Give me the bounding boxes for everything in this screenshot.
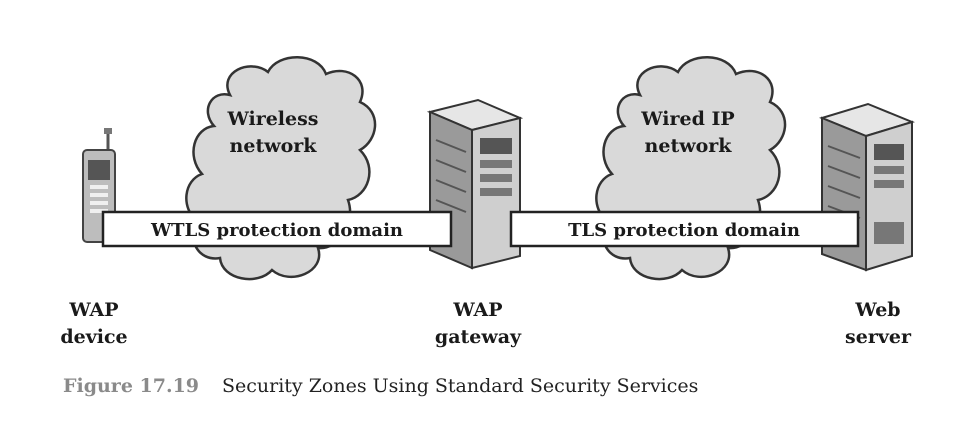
wap-gateway-server-icon (426, 98, 524, 270)
web-server-label-line2: server (845, 326, 912, 348)
web-server-label-line1: Web (854, 299, 900, 321)
wired-cloud-label-line1: Wired IP (640, 108, 734, 130)
wap-device-label-line2: device (60, 326, 127, 348)
figure-number: Figure 17.19 (63, 375, 199, 397)
tls-protection-domain-bar: TLS protection domain (509, 210, 860, 248)
wired-cloud-label-line2: network (645, 135, 733, 157)
wtls-domain-label: WTLS protection domain (150, 220, 403, 241)
wireless-cloud-label-line2: network (230, 135, 318, 157)
wap-gateway-label-line2: gateway (435, 326, 522, 348)
tls-domain-label: TLS protection domain (568, 220, 800, 241)
figure-caption: Security Zones Using Standard Security S… (222, 375, 698, 397)
wtls-protection-domain-bar: WTLS protection domain (101, 210, 453, 248)
wap-gateway-label-line1: WAP (452, 299, 502, 321)
wap-device-label-line1: WAP (68, 299, 118, 321)
wireless-cloud-label-line1: Wireless (226, 108, 318, 130)
